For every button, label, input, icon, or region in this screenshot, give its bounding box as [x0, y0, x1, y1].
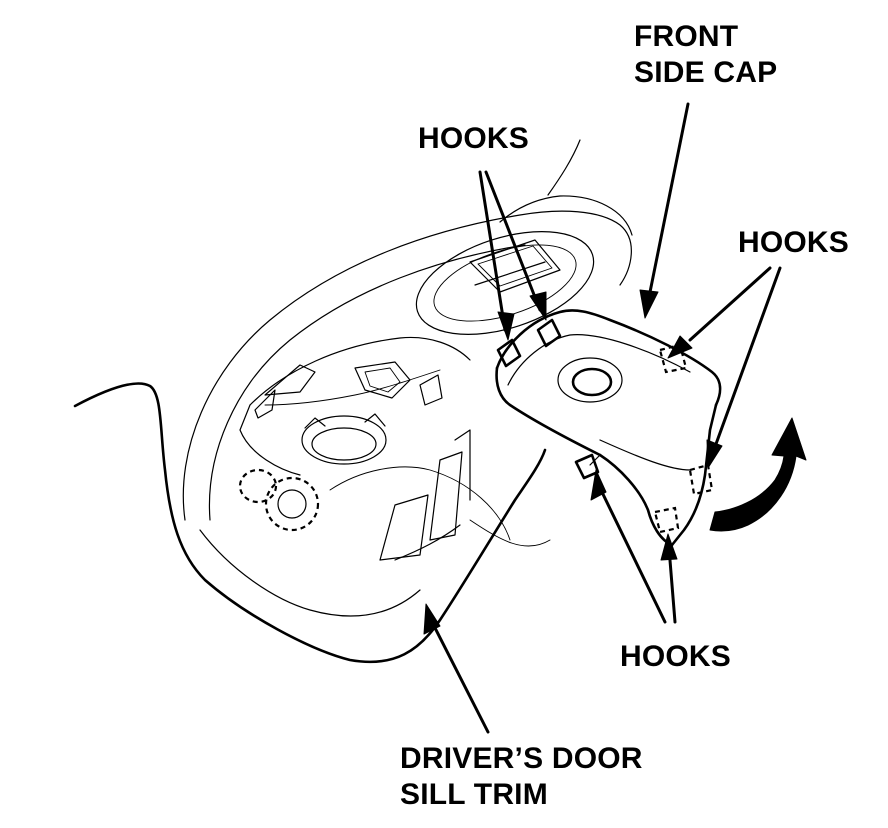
- front-side-cap: [495, 309, 722, 547]
- front-side-cap-label-line1: FRONT: [634, 20, 739, 53]
- sill-trim-label-line2: SILL TRIM: [400, 778, 548, 811]
- hooks-label-top-right: HOOKS: [738, 226, 850, 259]
- front-side-cap-label-line2: SIDE CAP: [634, 56, 778, 89]
- hooks-label-bottom: HOOKS: [620, 640, 732, 673]
- rotation-arrow: [709, 417, 807, 532]
- leader-lines: [423, 102, 782, 734]
- door-sill-trim: [73, 139, 633, 664]
- sill-trim-label-line1: DRIVER’S DOOR: [400, 742, 643, 775]
- hooks-label-top-left: HOOKS: [418, 122, 530, 155]
